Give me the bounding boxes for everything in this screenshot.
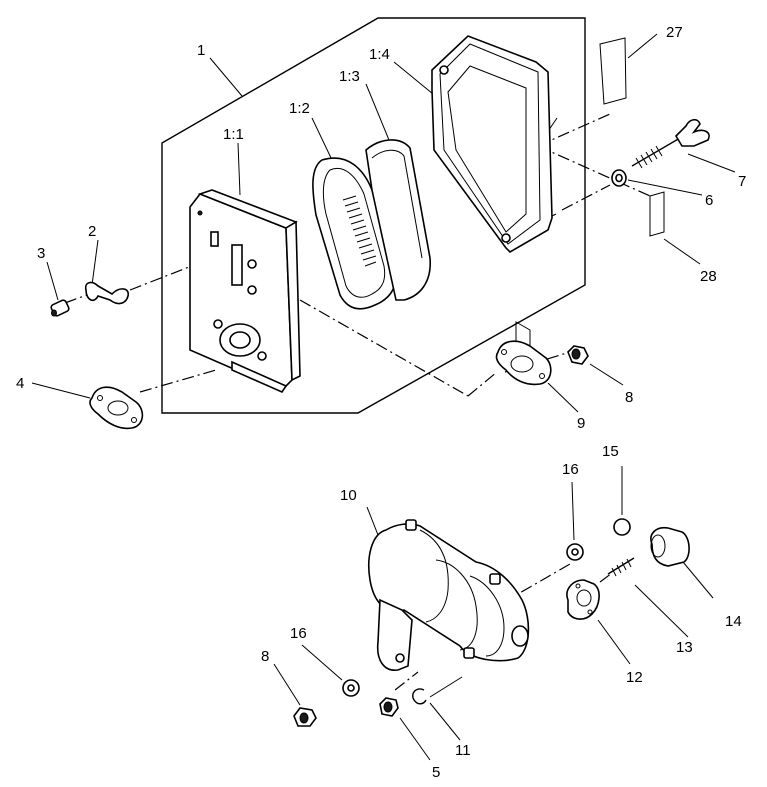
nut-8-upper bbox=[567, 345, 589, 365]
callout-1-1: 1:1 bbox=[223, 126, 244, 143]
callout-5: 5 bbox=[432, 764, 440, 781]
callout-28: 28 bbox=[700, 268, 717, 285]
gasket-4 bbox=[89, 386, 144, 430]
callout-15: 15 bbox=[602, 443, 619, 460]
breather-tube-2 bbox=[84, 281, 130, 305]
callout-8-lower: 8 bbox=[261, 648, 269, 665]
gasket-12 bbox=[566, 579, 600, 620]
leader-lines bbox=[31, 33, 736, 761]
callout-1-3: 1:3 bbox=[339, 68, 360, 85]
washer-16-upper bbox=[566, 543, 584, 561]
callout-1-2: 1:2 bbox=[289, 100, 310, 117]
callout-9: 9 bbox=[577, 415, 585, 432]
callout-16-upper: 16 bbox=[562, 461, 579, 478]
callout-10: 10 bbox=[340, 487, 357, 504]
filter-element-1-2 bbox=[312, 157, 398, 310]
muffler-10 bbox=[368, 519, 530, 671]
callout-1-4: 1:4 bbox=[369, 46, 390, 63]
callout-3: 3 bbox=[37, 245, 45, 262]
sleeve-3 bbox=[50, 299, 70, 317]
base-plate-1-1 bbox=[189, 189, 301, 394]
callout-14: 14 bbox=[725, 613, 742, 630]
callout-13: 13 bbox=[676, 639, 693, 656]
pre-filter-1-3 bbox=[365, 139, 431, 301]
cap-15 bbox=[613, 518, 631, 536]
nut-8-lower bbox=[293, 707, 317, 727]
callout-labels: 1 1:1 1:2 1:3 1:4 27 7 6 28 2 3 4 8 9 10… bbox=[16, 24, 746, 781]
callout-2: 2 bbox=[88, 223, 96, 240]
callout-11: 11 bbox=[455, 742, 471, 759]
decal-27 bbox=[599, 37, 627, 105]
circlip-11 bbox=[412, 688, 427, 705]
callout-27: 27 bbox=[666, 24, 683, 41]
washer-6 bbox=[611, 169, 627, 187]
callout-12: 12 bbox=[626, 669, 643, 686]
cover-1-4 bbox=[431, 35, 553, 254]
washer-16-lower bbox=[342, 679, 360, 697]
assembly-1-outline bbox=[161, 17, 586, 414]
callout-8-upper: 8 bbox=[625, 389, 633, 406]
nut-5 bbox=[379, 697, 399, 717]
callout-1: 1 bbox=[197, 42, 205, 59]
callout-7: 7 bbox=[738, 173, 746, 190]
callout-4: 4 bbox=[16, 375, 24, 392]
wing-screw-7 bbox=[631, 118, 710, 169]
stud-13 bbox=[607, 557, 635, 577]
gasket-9 bbox=[495, 321, 552, 386]
callout-16-lower: 16 bbox=[290, 625, 307, 642]
decal-28 bbox=[649, 191, 665, 237]
cover-14 bbox=[650, 526, 690, 567]
callout-6: 6 bbox=[705, 192, 713, 209]
